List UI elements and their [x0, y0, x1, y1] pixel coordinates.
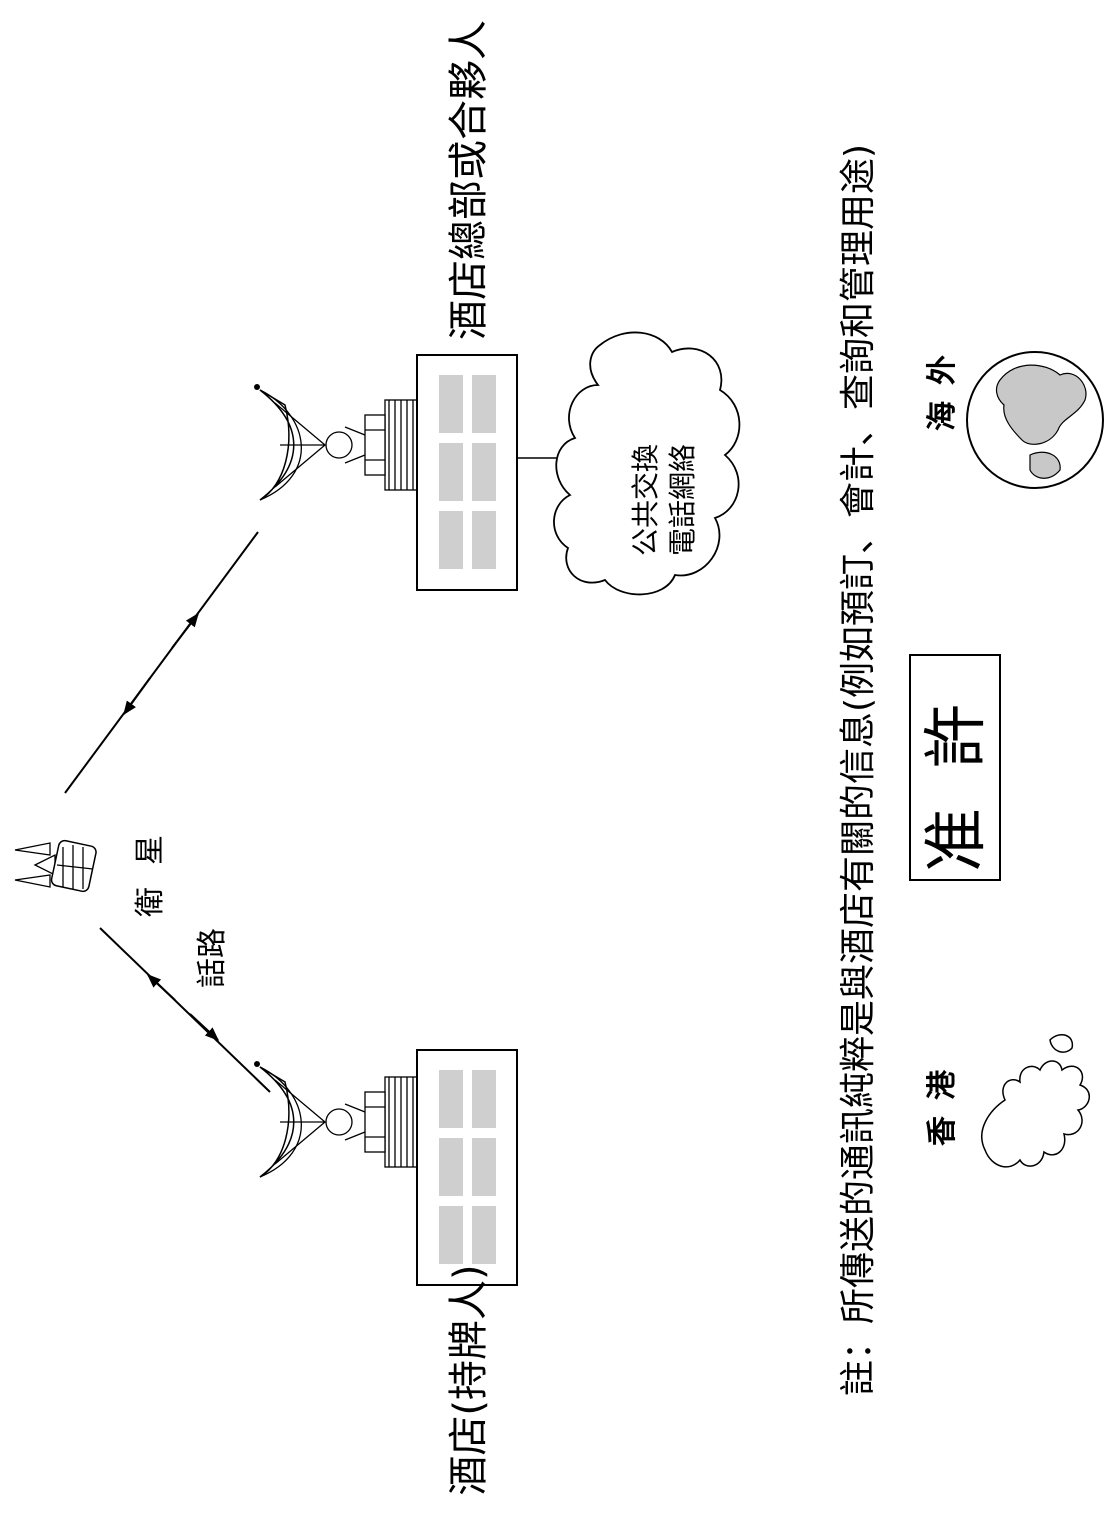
pstn-label-line2: 電話網絡	[666, 444, 699, 556]
link-line-right	[64, 531, 259, 794]
link-arrow-left-down	[189, 1013, 220, 1041]
cloud-icon	[553, 331, 741, 596]
pstn-label-line1: 公共交換	[629, 444, 662, 556]
permit-box	[909, 654, 1001, 881]
dish-antenna-icon	[253, 1060, 418, 1178]
link-label: 話路	[195, 928, 230, 988]
dish-antenna-icon	[253, 383, 418, 501]
hotel-hq-label: 酒店總部或合夥人	[446, 20, 492, 340]
link-arrow-right-up	[171, 612, 199, 649]
link-arrow-left-up	[146, 974, 176, 1001]
building-icon	[416, 354, 518, 591]
hotel-licensee-label: 酒店(持牌人)	[446, 1264, 492, 1495]
overseas-label: 海外	[925, 339, 960, 431]
hong-kong-map-icon	[981, 1033, 1090, 1168]
building-icon	[416, 1049, 518, 1286]
permit-label: 准許	[920, 664, 994, 872]
link-line-left	[99, 927, 271, 1093]
globe-icon	[966, 351, 1104, 489]
link-arrow-right-down	[123, 677, 151, 716]
satellite-label: 衛星	[133, 813, 168, 917]
footnote-text: 註：所傳送的通訊純粹是與酒店有關的信息(例如預訂、會計、查詢和管理用途)	[838, 144, 879, 1396]
satellite-icon	[14, 839, 97, 893]
hong-kong-label: 香港	[925, 1054, 960, 1146]
